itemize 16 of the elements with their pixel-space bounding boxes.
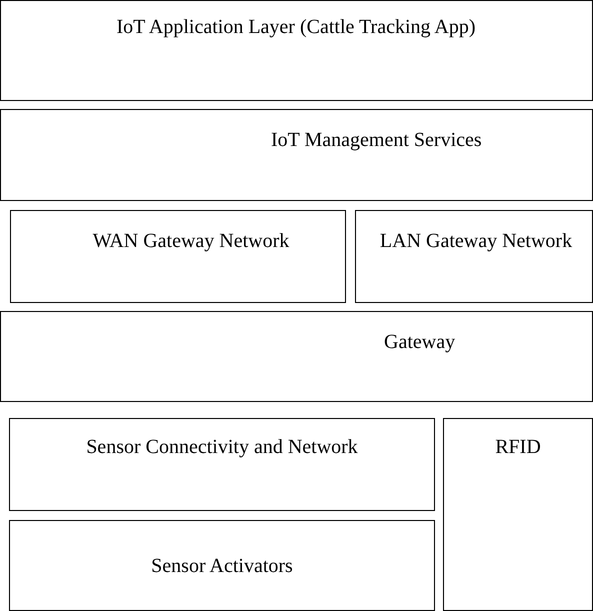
layer-label: Gateway bbox=[384, 330, 456, 354]
layer-box bbox=[0, 109, 593, 201]
layer-label: Sensor Connectivity and Network bbox=[85, 435, 359, 459]
layer-label: LAN Gateway Network bbox=[378, 229, 574, 253]
layer-box bbox=[9, 418, 435, 511]
layer-label: IoT Application Layer (Cattle Tracking App) bbox=[115, 15, 476, 39]
layer-box bbox=[443, 418, 593, 611]
layer-label: RFID bbox=[494, 435, 542, 459]
layer-label: WAN Gateway Network bbox=[92, 229, 290, 253]
layer-box bbox=[0, 311, 593, 402]
layer-label: Sensor Activators bbox=[150, 554, 294, 578]
layer-label: IoT Management Services bbox=[271, 128, 483, 152]
layer-box bbox=[0, 0, 593, 101]
layer-box bbox=[355, 210, 593, 303]
layer-box bbox=[10, 210, 346, 303]
layer-box bbox=[9, 520, 435, 611]
